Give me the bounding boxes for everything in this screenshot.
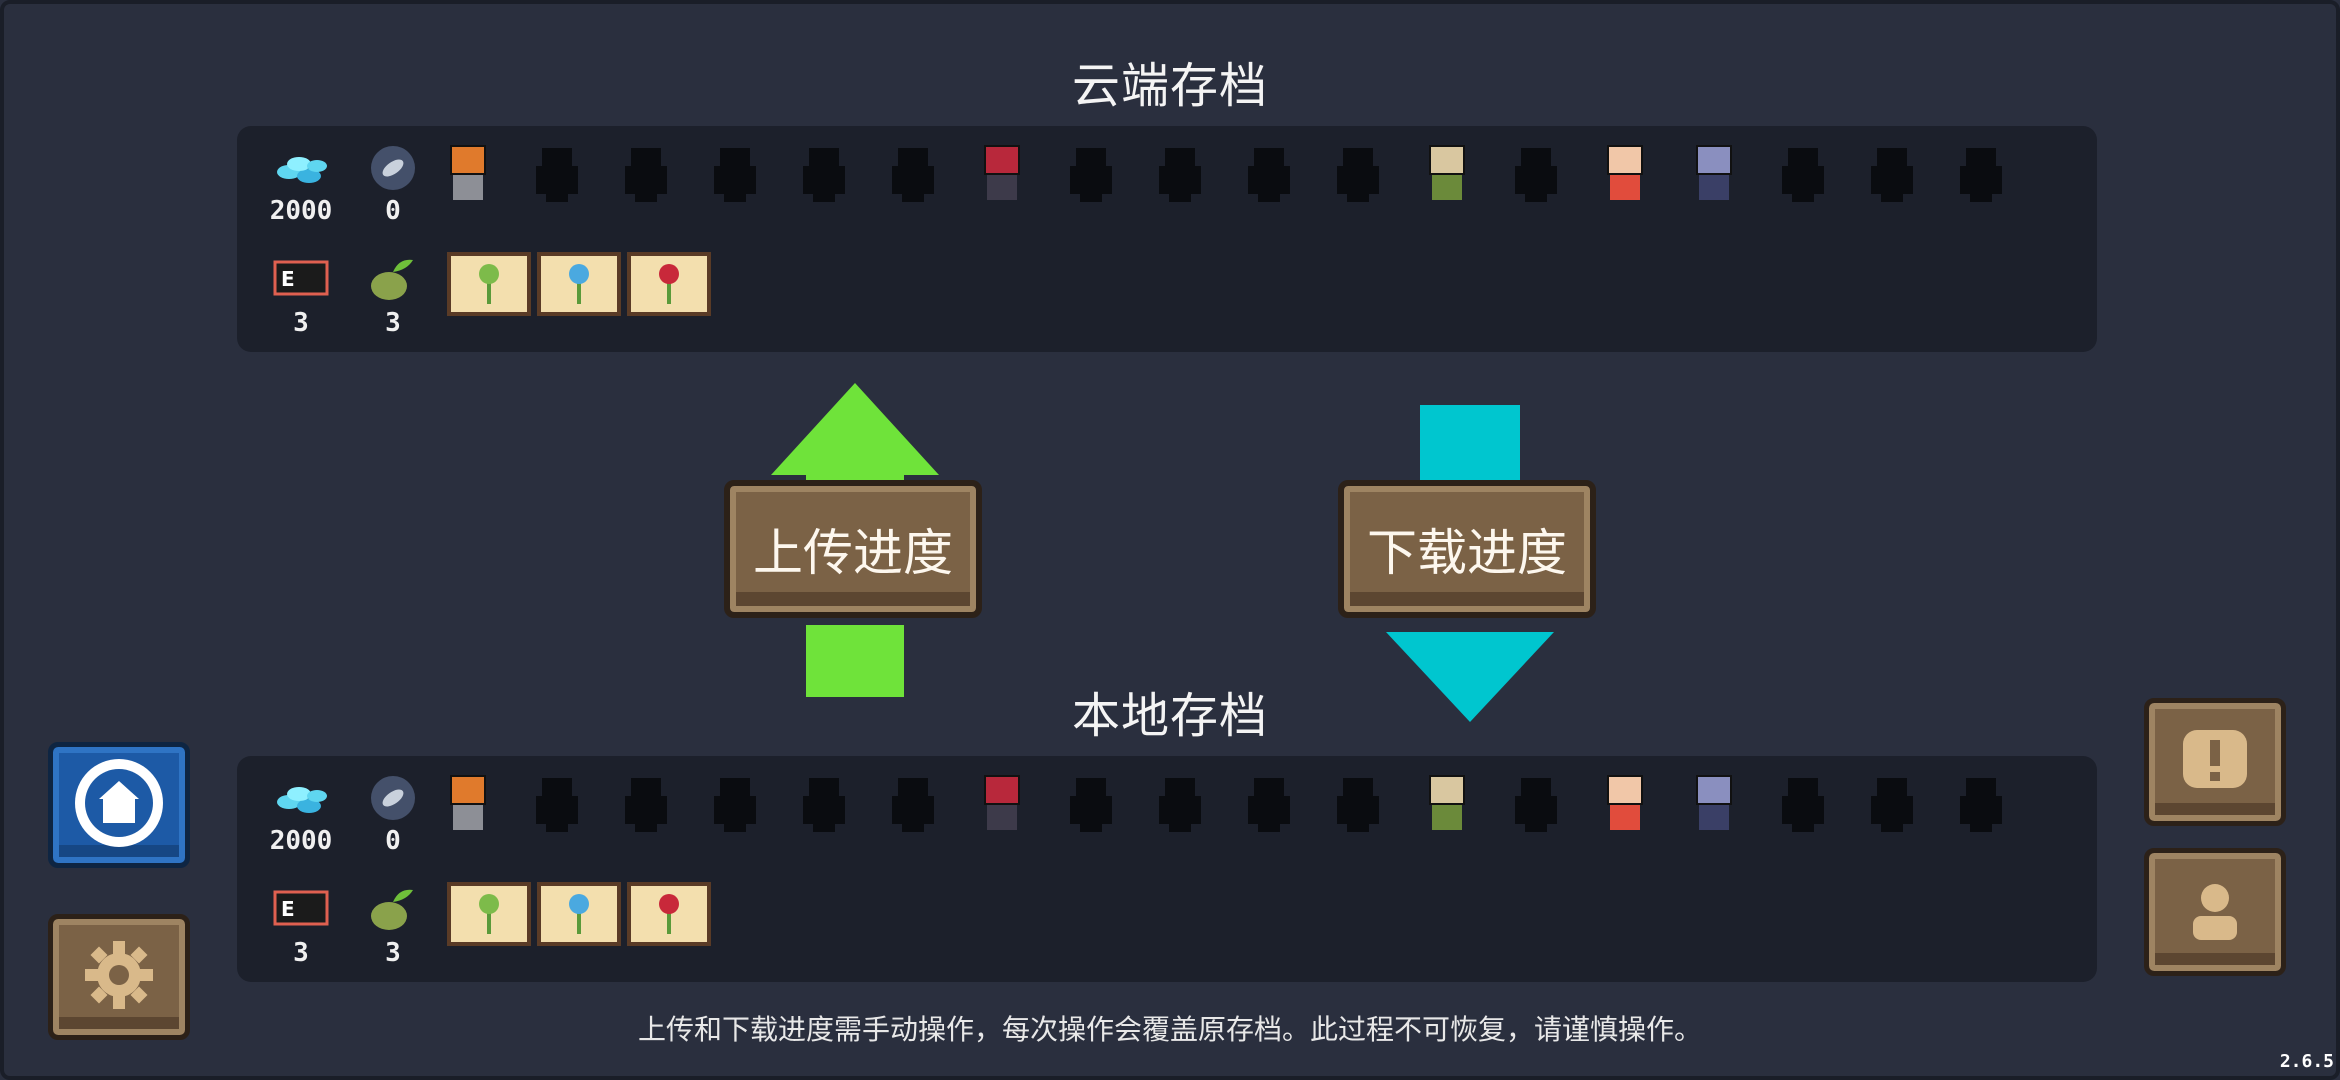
- locked-character-icon: [706, 140, 764, 210]
- download-arrow-icon: [1386, 632, 1554, 722]
- upload-arrow-icon: [806, 625, 904, 697]
- locked-character-icon: [1151, 140, 1209, 210]
- druid-icon: [1418, 140, 1476, 210]
- gems-stat: 2000: [255, 140, 347, 226]
- download-progress-button[interactable]: 下载进度: [1338, 480, 1596, 618]
- fish-count: 0: [385, 826, 401, 856]
- seeds-stat: 3: [347, 882, 439, 968]
- locked-character-icon: [706, 770, 764, 840]
- locked-character-icon: [795, 770, 853, 840]
- svg-text:E: E: [281, 267, 295, 291]
- red-flower-icon: [627, 252, 711, 316]
- vampire-icon: [973, 770, 1031, 840]
- seeds-count: 3: [385, 308, 401, 338]
- gems-count: 2000: [269, 826, 333, 856]
- svg-text:E: E: [281, 897, 295, 921]
- werewolf-icon: [1685, 770, 1743, 840]
- cloud-save-panel: 2000 0 E 3 3: [237, 126, 2097, 352]
- blue-flower-icon: [537, 882, 621, 946]
- locked-character-icon: [528, 770, 586, 840]
- cloud-logo-icon: [71, 755, 167, 855]
- locked-character-icon: [1062, 770, 1120, 840]
- upload-arrow-icon: [771, 383, 939, 475]
- local-save-title: 本地存档: [1071, 688, 1268, 744]
- fish-stat: 0: [347, 770, 439, 856]
- grass-plant-icon: [447, 882, 531, 946]
- locked-character-icon: [795, 140, 853, 210]
- berserker-icon: [1596, 140, 1654, 210]
- locked-character-icon: [1774, 140, 1832, 210]
- knight-icon: [439, 770, 497, 840]
- locked-character-icon: [884, 770, 942, 840]
- person-icon: [2175, 870, 2255, 954]
- locked-character-icon: [1774, 770, 1832, 840]
- gear-icon: [79, 935, 159, 1019]
- locked-character-icon: [1329, 770, 1387, 840]
- warning-notice: 上传和下载进度需手动操作，每次操作会覆盖原存档。此过程不可恢复，请谨慎操作。: [637, 1013, 1702, 1046]
- plant-list: [447, 882, 717, 946]
- locked-character-icon: [1151, 770, 1209, 840]
- plant-list: [447, 252, 717, 316]
- profile-button[interactable]: [2144, 848, 2286, 976]
- settings-button[interactable]: [48, 914, 190, 1040]
- notice-button[interactable]: [2144, 698, 2286, 826]
- local-row-2: E 3 3: [255, 882, 717, 968]
- vampire-icon: [973, 140, 1031, 210]
- locked-character-icon: [1240, 770, 1298, 840]
- grass-plant-icon: [447, 252, 531, 316]
- locked-character-icon: [1863, 770, 1921, 840]
- seeds-stat: 3: [347, 252, 439, 338]
- blue-flower-icon: [537, 252, 621, 316]
- cloud-account-button[interactable]: [48, 742, 190, 868]
- cloud-row-2: E 3 3: [255, 252, 717, 338]
- locked-character-icon: [617, 770, 675, 840]
- local-row-1: 2000 0: [255, 770, 2041, 856]
- fish-icon: [363, 770, 423, 822]
- local-save-panel: 2000 0 E 3 3: [237, 756, 2097, 982]
- gem-icon: [271, 140, 331, 192]
- seed-icon: [363, 252, 423, 304]
- exclamation-icon: [2175, 720, 2255, 804]
- locked-character-icon: [1952, 770, 2010, 840]
- locked-character-icon: [1952, 140, 2010, 210]
- locked-character-icon: [528, 140, 586, 210]
- druid-icon: [1418, 770, 1476, 840]
- character-list: [439, 770, 2041, 840]
- cards-count: 3: [293, 938, 309, 968]
- locked-character-icon: [1062, 140, 1120, 210]
- cloud-row-1: 2000 0: [255, 140, 2041, 226]
- seed-icon: [363, 882, 423, 934]
- cards-stat: E 3: [255, 882, 347, 968]
- gem-icon: [271, 770, 331, 822]
- cards-count: 3: [293, 308, 309, 338]
- character-list: [439, 140, 2041, 210]
- locked-character-icon: [1863, 140, 1921, 210]
- card-icon: E: [271, 252, 331, 304]
- download-arrow-icon: [1420, 405, 1520, 481]
- berserker-icon: [1596, 770, 1654, 840]
- fish-stat: 0: [347, 140, 439, 226]
- knight-icon: [439, 140, 497, 210]
- fish-count: 0: [385, 196, 401, 226]
- locked-character-icon: [1507, 770, 1565, 840]
- red-flower-icon: [627, 882, 711, 946]
- locked-character-icon: [1329, 140, 1387, 210]
- locked-character-icon: [617, 140, 675, 210]
- locked-character-icon: [1240, 140, 1298, 210]
- gems-count: 2000: [269, 196, 333, 226]
- card-icon: E: [271, 882, 331, 934]
- locked-character-icon: [884, 140, 942, 210]
- cards-stat: E 3: [255, 252, 347, 338]
- fish-icon: [363, 140, 423, 192]
- gems-stat: 2000: [255, 770, 347, 856]
- upload-progress-button[interactable]: 上传进度: [724, 480, 982, 618]
- seeds-count: 3: [385, 938, 401, 968]
- locked-character-icon: [1507, 140, 1565, 210]
- werewolf-icon: [1685, 140, 1743, 210]
- version-label: 2.6.5: [2279, 1051, 2334, 1072]
- cloud-save-title: 云端存档: [1071, 58, 1268, 114]
